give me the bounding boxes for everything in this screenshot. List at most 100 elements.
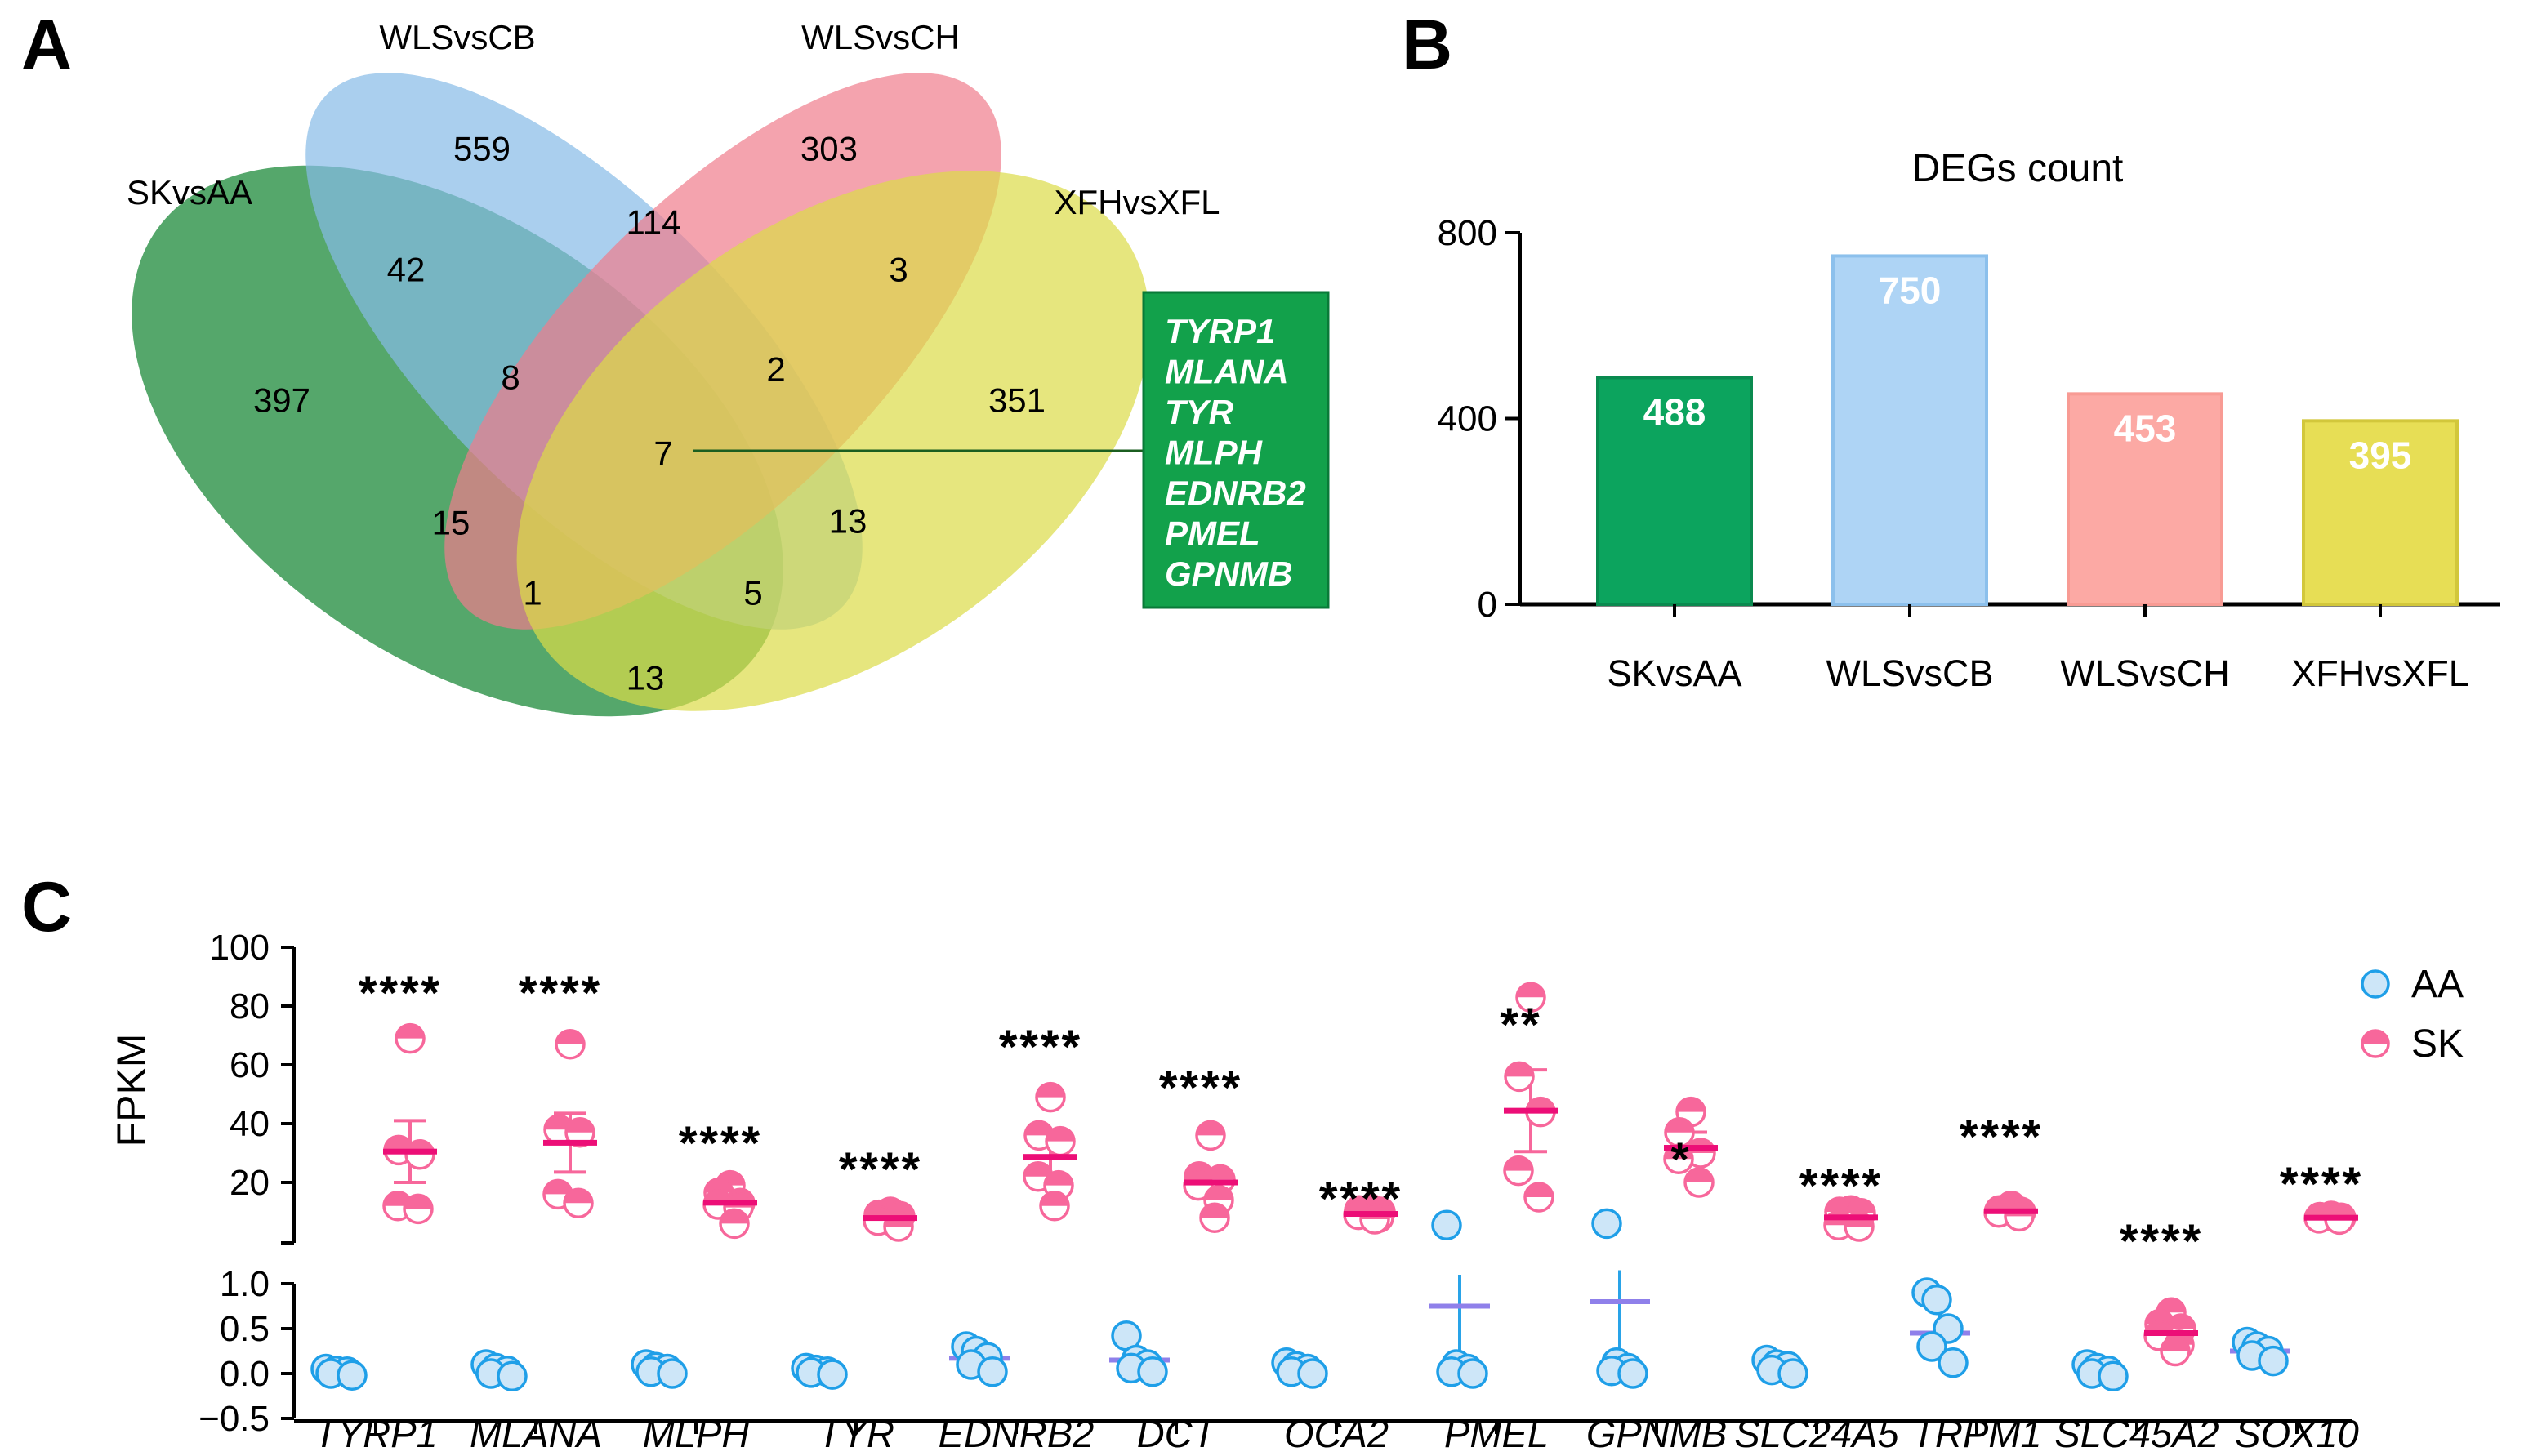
data-point-sk-half — [385, 1136, 413, 1151]
gene-column-DCT: DCT**** — [1109, 1062, 1242, 1455]
venn-region-count: 13 — [627, 659, 665, 697]
significance-stars: **** — [1159, 1062, 1242, 1115]
data-point-aa — [1457, 1358, 1488, 1389]
dot-upper-tick-label: 40 — [230, 1104, 270, 1144]
sk-mean-bar — [2304, 1214, 2358, 1221]
dot-lower-tick-label: −0.5 — [198, 1399, 270, 1439]
significance-stars: **** — [679, 1117, 762, 1170]
venn-region-count: 397 — [253, 381, 310, 420]
data-point-sk-half — [2157, 1298, 2185, 1313]
bar-category-label: WLSvsCH — [2060, 652, 2230, 694]
gene-column-TRPM1: TRPM1**** — [1910, 1111, 2042, 1455]
bar-XFHvsXFL — [2302, 419, 2459, 606]
gene-label: MLPH — [643, 1412, 750, 1455]
data-point-sk-half — [1517, 983, 1545, 998]
significance-stars: ** — [1500, 999, 1541, 1052]
venn-region-count: 2 — [766, 350, 785, 389]
sk-mean-bar — [1664, 1145, 1718, 1151]
data-point-aa — [1431, 1209, 1462, 1240]
data-point-sk-half — [1685, 1169, 1713, 1182]
legend: AA SK — [2361, 963, 2464, 1066]
venn-callout-gene: TYR — [1165, 393, 1234, 431]
sk-mean-bar — [1984, 1208, 2038, 1214]
significance-stars: **** — [999, 1021, 1082, 1074]
data-point-sk-half — [1205, 1186, 1233, 1200]
data-point-aa — [497, 1360, 528, 1392]
data-point-sk-half — [2146, 1310, 2174, 1325]
sk-mean-bar — [1824, 1214, 1878, 1221]
gene-label: OCA2 — [1284, 1412, 1389, 1455]
venn-callout-gene: GPNMB — [1165, 554, 1292, 593]
gene-column-OCA2: OCA2**** — [1271, 1173, 1400, 1455]
bar-SKvsAA — [1596, 376, 1753, 606]
gene-column-MLANA: MLANA **** — [470, 967, 602, 1455]
panel-c-letter: C — [21, 868, 73, 946]
gene-label: TYR — [818, 1412, 894, 1455]
data-point-aa — [337, 1360, 368, 1391]
data-point-aa — [1617, 1358, 1648, 1389]
bar-y-tick-label: 400 — [1438, 399, 1497, 439]
data-point-sk-half — [396, 1024, 424, 1039]
data-point-aa — [1938, 1347, 1969, 1378]
sk-mean-bar — [863, 1215, 917, 1222]
significance-stars: **** — [2280, 1158, 2363, 1211]
data-point-sk-half — [1024, 1162, 1052, 1177]
venn-ellipse-XFHvsXFL — [516, 171, 1150, 711]
data-point-sk-half — [1666, 1118, 1693, 1133]
gene-label: EDNRB2 — [939, 1412, 1095, 1455]
venn-region-count: 5 — [743, 574, 762, 612]
gene-column-PMEL: PMEL** — [1429, 982, 1558, 1455]
dot-upper-tick-label: 60 — [230, 1045, 270, 1085]
venn-region-count: 559 — [453, 130, 511, 168]
venn-region-count: 1 — [523, 574, 542, 612]
data-point-sk-half — [545, 1115, 573, 1130]
gene-label: SOX10 — [2235, 1412, 2359, 1455]
sk-mean-bar — [703, 1200, 757, 1206]
dot-upper-tick-label: 20 — [230, 1163, 270, 1203]
data-point-sk-half — [1505, 1156, 1532, 1171]
data-point-sk-half — [1046, 1127, 1074, 1142]
data-point-sk-half — [544, 1180, 572, 1195]
legend-sk-marker-half — [2362, 1031, 2388, 1044]
dot-lower-tick-label: 0.0 — [220, 1354, 270, 1394]
gene-label: MLANA — [470, 1412, 602, 1455]
gene-column-EDNRB2: EDNRB2 **** — [939, 1021, 1095, 1455]
data-point-sk-half — [556, 1030, 584, 1044]
significance-stars: **** — [359, 967, 442, 1020]
panel-b-bar-chart: DEGs count 0400800488SKvsAA750WLSvsCB453… — [1438, 147, 2500, 694]
venn-callout-gene: MLPH — [1165, 434, 1264, 472]
venn-region-count: 303 — [800, 130, 858, 168]
data-point-sk-half — [1525, 1183, 1553, 1197]
gene-column-MLPH: MLPH **** — [631, 1117, 762, 1455]
data-point-sk-half — [404, 1195, 432, 1209]
data-point-sk-half — [1677, 1098, 1705, 1112]
aa-mean-bar — [1590, 1299, 1650, 1304]
data-point-sk-half — [564, 1189, 592, 1204]
sk-mean-bar — [2144, 1330, 2198, 1336]
data-point-aa — [1137, 1356, 1168, 1387]
venn-callout-gene: PMEL — [1165, 514, 1260, 553]
data-point-aa — [657, 1358, 688, 1389]
data-point-sk-half — [1505, 1062, 1533, 1077]
significance-stars: **** — [519, 967, 602, 1020]
data-point-aa — [1297, 1358, 1328, 1389]
sk-mean-bar — [1184, 1179, 1238, 1186]
bar-y-tick-label: 800 — [1438, 213, 1497, 253]
bar-value-label: 395 — [2349, 434, 2412, 476]
significance-stars: **** — [1799, 1160, 1883, 1213]
dot-upper-tick-label: 80 — [230, 986, 270, 1026]
dot-upper-tick-label: 100 — [210, 928, 270, 968]
legend-aa-marker — [2361, 969, 2390, 999]
data-point-sk-half — [705, 1178, 733, 1193]
bar-WLSvsCB — [1831, 254, 1988, 606]
bar-chart-title: DEGs count — [1912, 147, 2124, 190]
data-point-aa — [2098, 1360, 2129, 1392]
legend-aa-label: AA — [2411, 963, 2464, 1006]
data-point-aa — [977, 1356, 1008, 1387]
bar-category-label: WLSvsCB — [1826, 652, 1993, 694]
venn-region-count: 3 — [889, 251, 908, 289]
data-point-aa — [1777, 1358, 1808, 1389]
venn-region-count: 42 — [387, 251, 426, 289]
gene-label: SLC24A5 — [1734, 1412, 1899, 1455]
